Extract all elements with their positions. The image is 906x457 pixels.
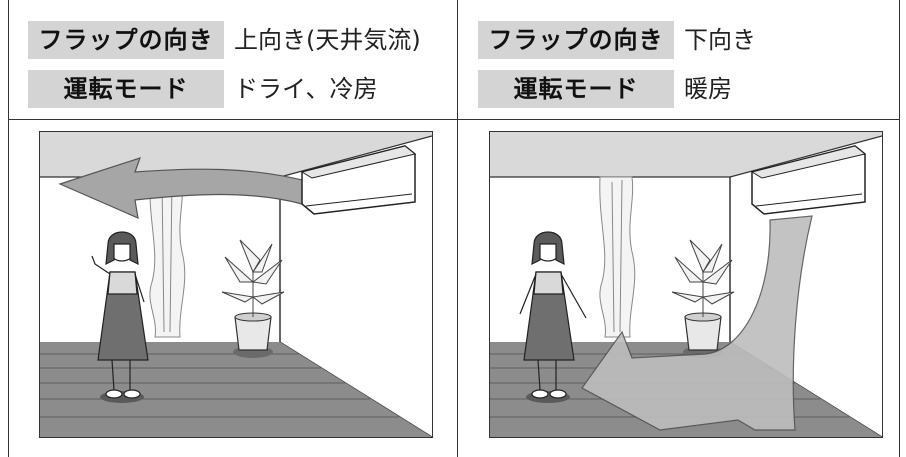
left-mode-label: 運転モード — [28, 70, 224, 108]
plant-icon — [671, 239, 735, 358]
right-mode-label: 運転モード — [478, 70, 674, 108]
left-flap-value: 上向き(天井気流) — [234, 26, 421, 54]
right-border — [899, 0, 900, 457]
left-border — [8, 0, 9, 457]
person-icon — [519, 231, 587, 403]
plant-icon — [221, 239, 285, 358]
airflow-arrow-icon — [581, 215, 813, 431]
curtain-icon — [149, 176, 186, 338]
right-flap-value: 下向き — [684, 26, 756, 54]
curtain-icon — [599, 176, 636, 338]
left-mode-value: ドライ、冷房 — [234, 75, 378, 103]
right-illustration — [489, 131, 883, 438]
right-flap-label: フラップの向き — [478, 21, 674, 59]
airflow-arrow-icon — [58, 157, 311, 219]
left-header-rule — [8, 119, 457, 120]
left-flap-label: フラップの向き — [28, 21, 224, 59]
right-header-rule — [457, 119, 899, 120]
right-mode-value: 暖房 — [684, 75, 732, 103]
panel-divider — [457, 0, 458, 457]
air-conditioner-icon — [750, 145, 867, 215]
page-frame: フラップの向き 上向き(天井気流) 運転モード ドライ、冷房 — [8, 0, 900, 457]
left-illustration — [39, 131, 433, 438]
person-icon — [91, 231, 149, 403]
air-conditioner-icon — [300, 145, 417, 215]
